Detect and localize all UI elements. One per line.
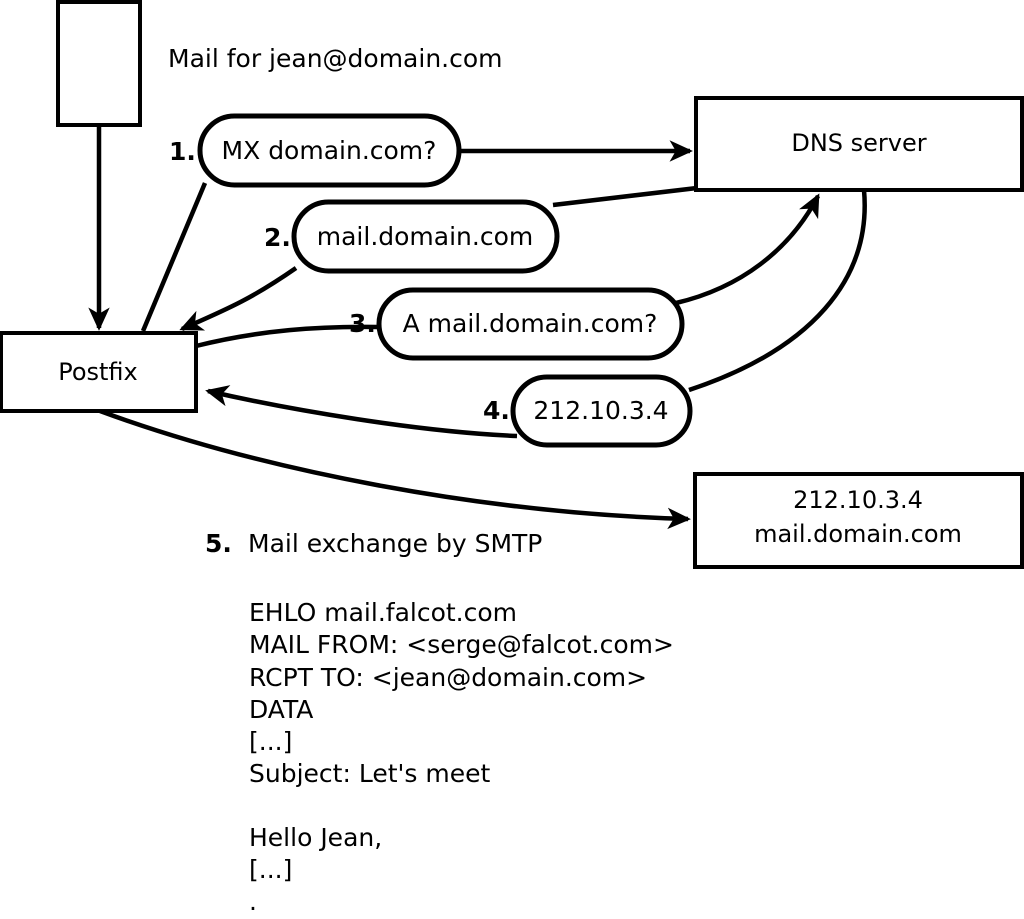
edge-dns-to-bubble4 (688, 189, 867, 393)
transcript-line: MAIL FROM: <serge@falcot.com> (249, 630, 674, 659)
edge-dns-to-bubble2 (552, 185, 698, 208)
step-5-label: Mail exchange by SMTP (248, 529, 542, 558)
step-1-label: MX domain.com? (222, 136, 437, 165)
transcript-line: Subject: Let's meet (249, 759, 490, 788)
dns-server-box (694, 96, 1024, 192)
transcript-line: . (249, 887, 257, 916)
dns-server-box-label: DNS server (791, 129, 926, 157)
step-2-number: 2. (264, 223, 291, 252)
mail-server-hostname-label: mail.domain.com (754, 520, 962, 548)
incoming-mail-note: Mail for jean@domain.com (168, 44, 503, 73)
transcript-line: Hello Jean, (249, 823, 382, 852)
step-1-number: 1. (169, 137, 196, 166)
step-2-label: mail.domain.com (317, 222, 533, 251)
step-4-bubble (510, 374, 693, 448)
mail-server-ip-label: 212.10.3.4 (793, 486, 923, 514)
edge-postfix-to-bubble1 (140, 182, 208, 332)
transcript-line: DATA (249, 695, 313, 724)
edge-bubble3-to-dns (675, 193, 820, 306)
transcript-line: [...] (249, 855, 292, 884)
edge-bubble4-to-postfix (205, 385, 518, 439)
edge-postfix-to-mailserver (99, 408, 691, 530)
smtp-transcript: EHLO mail.falcot.com MAIL FROM: <serge@f… (249, 598, 674, 916)
mail-server-box (693, 472, 1024, 569)
step-3-bubble (376, 287, 685, 361)
postfix-box (0, 331, 198, 413)
edge-bubble2-to-postfix (179, 266, 298, 332)
transcript-line: [...] (249, 727, 292, 756)
step-2-bubble (291, 199, 560, 274)
step-1-bubble (197, 113, 462, 188)
step-4-label: 212.10.3.4 (533, 396, 668, 425)
transcript-line: EHLO mail.falcot.com (249, 598, 517, 627)
step-3-label: A mail.domain.com? (403, 309, 658, 338)
postfix-box-label: Postfix (58, 358, 138, 386)
transcript-line: RCPT TO: <jean@domain.com> (249, 663, 647, 692)
step-3-number: 3. (349, 309, 376, 338)
step-5-number: 5. (205, 529, 232, 558)
step-4-number: 4. (483, 396, 510, 425)
client-box (56, 0, 142, 127)
edge-postfix-to-bubble3 (195, 324, 379, 349)
